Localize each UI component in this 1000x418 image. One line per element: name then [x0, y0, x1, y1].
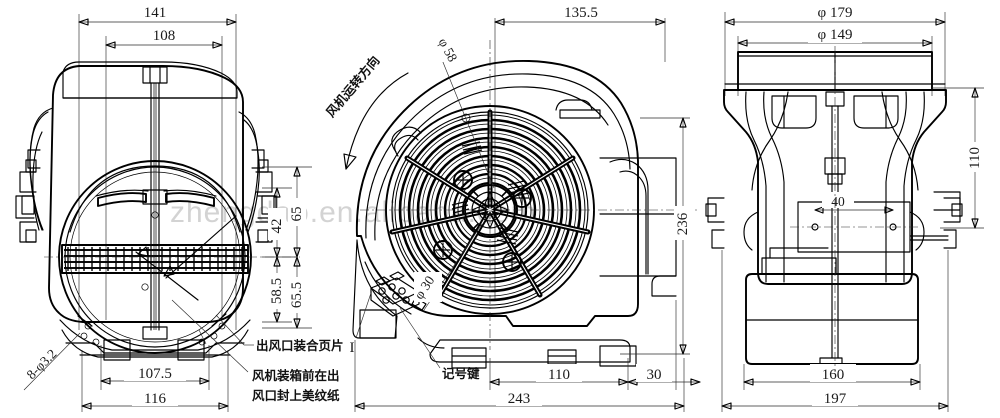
dim-phi179: φ 179	[724, 3, 946, 96]
dim-236: 236	[620, 117, 692, 355]
hole-bottom	[141, 283, 149, 291]
fan-screw-bosses	[433, 170, 532, 272]
rotation-arc	[345, 72, 409, 170]
dim-label-40: 40	[831, 194, 845, 209]
callout-label-tape-line2: 风口封上美纹纸	[252, 388, 340, 403]
side-mount-tabs	[705, 191, 963, 249]
right-top-view: φ 179 φ 149	[705, 3, 984, 412]
dim-label-65: 65	[289, 207, 305, 222]
dim-label-phi179: φ 179	[818, 5, 853, 21]
dim-65: 65	[262, 166, 312, 258]
dim-243: 243	[354, 340, 685, 412]
dim-160: 160	[743, 364, 921, 390]
callout-label-louver: 出风口装合页片	[256, 338, 344, 353]
dim-label-42: 42	[269, 219, 285, 234]
shell-pockets	[771, 95, 899, 129]
dim-65-5: 65.5	[262, 256, 312, 329]
dim-label-108: 108	[153, 28, 176, 44]
dim-label-65-5: 65.5	[289, 282, 305, 308]
dim-label-116: 116	[144, 391, 166, 407]
filter-mesh-band	[61, 244, 249, 274]
outlet-duct	[599, 157, 677, 297]
bottom-flange	[59, 319, 251, 361]
callout-label-tape-line1: 风机装箱前在出	[252, 368, 340, 383]
dim-label-58-5: 58.5	[269, 278, 285, 304]
section-label-text: I	[350, 340, 355, 356]
dim-108: 108	[105, 25, 223, 320]
motor-housing-block	[743, 211, 925, 369]
dim-110-right: 110	[932, 87, 984, 229]
volute-scroll-inner	[365, 73, 631, 239]
dim-label-197: 197	[824, 391, 847, 407]
callout-masking-tape: 风机装箱前在出 风口封上美纹纸	[171, 299, 340, 403]
hole-top	[151, 211, 159, 219]
rotation-arrowhead	[343, 153, 357, 170]
dim-label-phi149: φ 149	[818, 27, 853, 43]
dim-135-5: 135.5	[494, 3, 666, 300]
dim-197: 197	[721, 250, 949, 412]
dim-116: 116	[81, 350, 229, 412]
dim-58-5: 58.5	[262, 256, 292, 323]
callout-phi30: φ 30	[411, 223, 483, 311]
dim-42: 42	[262, 187, 296, 258]
inner-shell-left	[751, 91, 789, 191]
callout-phi58: φ 58	[430, 34, 495, 189]
dim-label-243: 243	[508, 391, 531, 407]
dim-40-detail: 40	[790, 192, 949, 253]
dim-110: 110	[489, 358, 629, 390]
callout-louver: 出风口装合页片	[215, 314, 344, 353]
hinge-leaf-group	[95, 189, 217, 207]
dim-label-141: 141	[144, 5, 167, 21]
center-hinge-post	[142, 66, 168, 340]
top-cover	[62, 61, 238, 99]
dim-label-160: 160	[822, 367, 845, 383]
dim-label-107-5: 107.5	[138, 366, 172, 382]
dim-30: 30	[627, 300, 701, 390]
left-front-view: 141 108	[15, 2, 344, 412]
left-mount-bracket	[15, 107, 54, 243]
dim-label-236: 236	[675, 212, 691, 235]
left-inner-profile	[745, 91, 767, 283]
right-mount-bracket	[238, 111, 277, 243]
dim-label-30: 30	[647, 367, 662, 383]
middle-side-view: 135.5	[323, 3, 701, 412]
body-upper-arc	[69, 165, 241, 233]
volute-housing-outline	[355, 60, 639, 327]
section-label-I: I	[350, 292, 372, 356]
dim-label-135-5: 135.5	[564, 5, 598, 21]
dim-107-5: 107.5	[100, 345, 210, 390]
volute-scroll-inner2	[374, 86, 609, 241]
callout-marker-key: 记号键	[399, 307, 480, 381]
dim-label-110: 110	[548, 367, 570, 383]
top-mount-lug	[555, 99, 593, 111]
callout-label-marker: 记号键	[442, 366, 480, 381]
dim-label-110-right: 110	[967, 147, 983, 169]
left-mount-lug	[391, 126, 422, 153]
top-view-body-outline	[723, 89, 947, 285]
